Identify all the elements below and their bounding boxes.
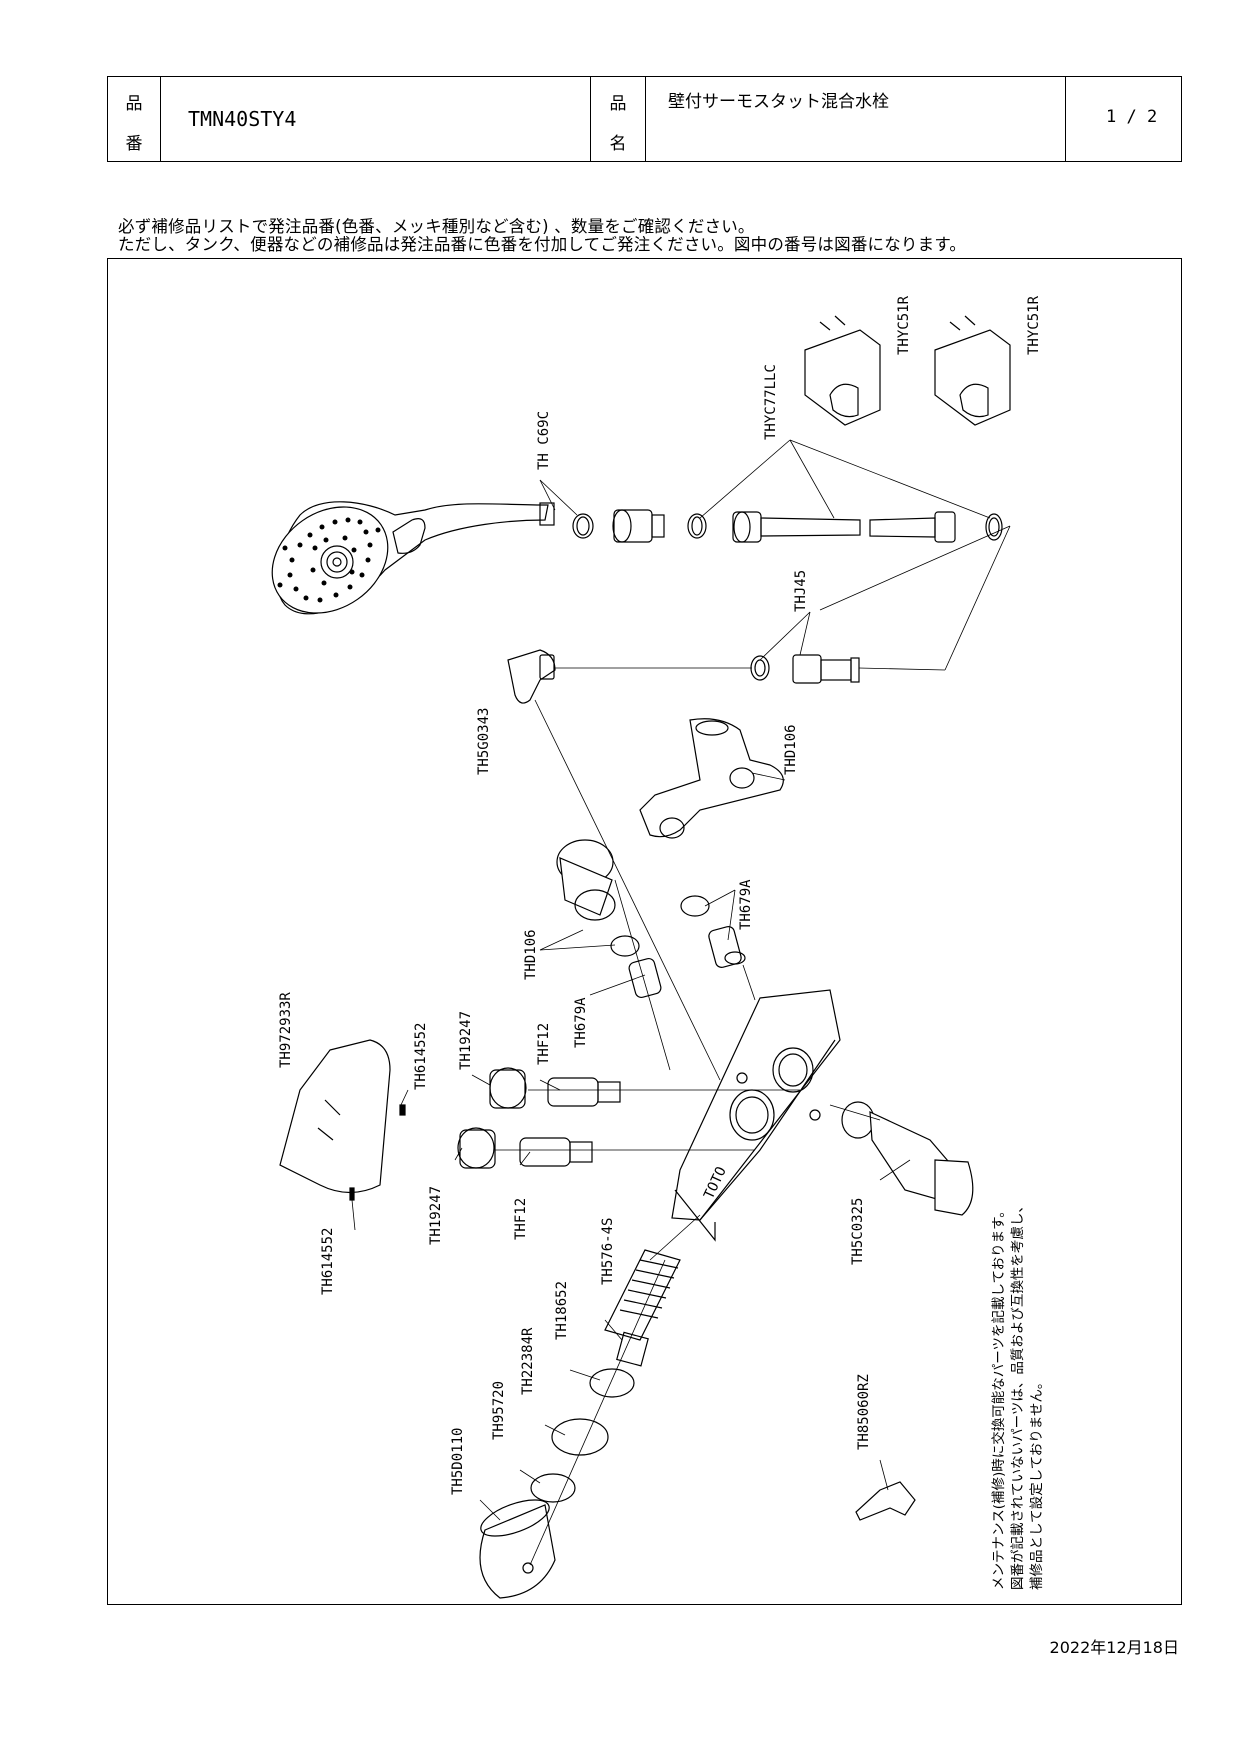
label-thyc51r-1: THYC51R (896, 295, 912, 355)
label-th5c0325: TH5C0325 (850, 1198, 866, 1265)
shower-head (271, 501, 555, 615)
o-ring-th18652 (589, 1368, 635, 1398)
side-cap (279, 1039, 406, 1201)
label-thc69c: TH C69C (536, 411, 552, 470)
right-handle (841, 1101, 974, 1216)
part-no-label-cell: 品 番 (108, 77, 161, 161)
label-thf12-1: THF12 (536, 1023, 552, 1065)
label-th18652: TH18652 (554, 1281, 570, 1340)
notice-line-1: 必ず補修品リストで発注品番(色番、メッキ種別など含む) 、数量をご確認ください。 (118, 217, 755, 236)
check-valve-lower (457, 1127, 593, 1169)
label-th679a-2: TH679A (573, 997, 589, 1048)
label-thf12-2: THF12 (513, 1198, 529, 1240)
label-th85060rz: TH85060RZ (856, 1374, 872, 1450)
left-washer (610, 935, 640, 957)
issue-date: 2022年12月18日 (1049, 1638, 1179, 1657)
upper-spout (639, 718, 784, 839)
title-block: 品 番 TMN40STY4 品 名 壁付サーモスタット混合水栓 1 / 2 (107, 76, 1182, 162)
label-th614552-2: TH614552 (320, 1228, 336, 1295)
label-thyc77llc: THYC77LLC (763, 364, 779, 440)
label-th95720: TH95720 (491, 1381, 507, 1440)
label-th22384r: TH22384R (520, 1327, 536, 1395)
label-th614552-1: TH614552 (413, 1023, 429, 1090)
holder-2 (934, 315, 1011, 426)
elbow-fitting (507, 649, 860, 704)
name-label-cell: 品 名 (591, 77, 646, 161)
label-th19247-2: TH19247 (428, 1186, 444, 1245)
mixer-body (671, 989, 841, 1242)
note-line-2: 図番が記載されていないパーツは、品質および互換性を考慮し、 (1009, 1199, 1026, 1590)
nut-th22384r (551, 1418, 609, 1456)
hex-key (855, 1481, 916, 1521)
label-th19247-1: TH19247 (458, 1011, 474, 1070)
diagram-frame (107, 258, 1182, 1605)
note-line-1: メンテナンス(補修)時に交換可能なパーツを記載しております。 (990, 1204, 1007, 1590)
temp-knob (479, 1499, 556, 1599)
label-th5d0110: TH5D0110 (450, 1428, 466, 1495)
upper-check (708, 926, 746, 968)
hose-assembly (572, 509, 1003, 543)
part-number: TMN40STY4 (188, 107, 297, 131)
product-name: 壁付サーモスタット混合水栓 (668, 92, 889, 112)
left-check (628, 957, 662, 999)
name-cell: 壁付サーモスタット混合水栓 (646, 77, 1066, 161)
part-no-cell: TMN40STY4 (161, 77, 591, 161)
name-label-2: 名 (609, 134, 627, 154)
holder-1 (804, 315, 881, 426)
part-no-label-2: 番 (125, 134, 143, 154)
part-no-label-1: 品 (125, 94, 143, 114)
cartridge (604, 1249, 681, 1367)
page-number: 1 / 2 (1106, 107, 1158, 127)
label-thd106-2: THD106 (523, 929, 539, 980)
label-thyc51r-2: THYC51R (1026, 295, 1042, 355)
leader-lines (351, 439, 1011, 1566)
upper-washer (680, 895, 710, 917)
ring-th95720 (530, 1473, 576, 1503)
note-line-3: 補修品として設定しておりません。 (1029, 1376, 1045, 1590)
check-valve-upper (489, 1067, 621, 1109)
label-th679a-1: TH679A (738, 879, 754, 930)
label-th972933r: TH972933R (278, 992, 294, 1068)
left-spout (556, 839, 616, 921)
label-thd106-1: THD106 (783, 724, 799, 775)
notice-line-2: ただし、タンク、便器などの補修品は発注品番に色番を付加してご発注ください。図中の… (118, 235, 967, 254)
name-label-1: 品 (609, 94, 627, 114)
label-thj45: THJ45 (793, 570, 809, 612)
label-th5g0343: TH5G0343 (476, 708, 492, 775)
page-cell: 1 / 2 (1066, 77, 1181, 161)
label-th576-4s: TH576-4S (600, 1218, 616, 1285)
